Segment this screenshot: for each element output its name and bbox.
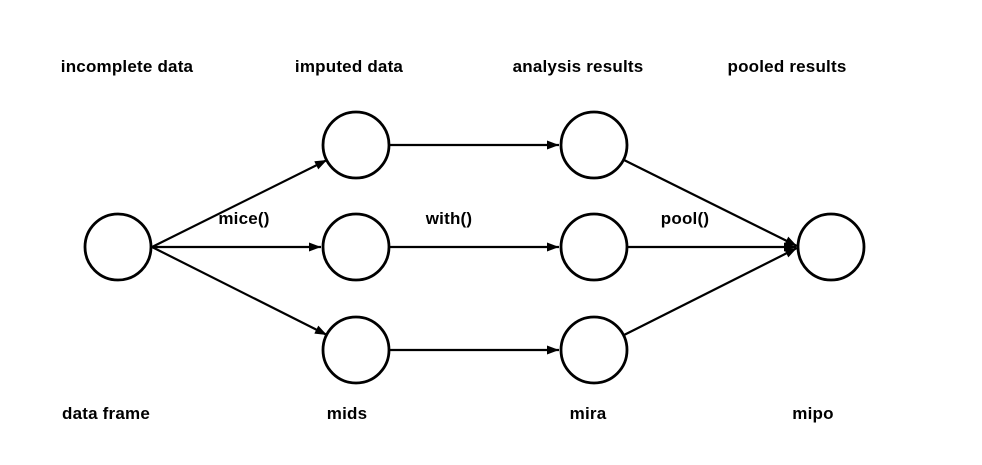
stage-top-label-imputed-data: imputed data [294,57,404,76]
node-mids-2 [321,212,391,282]
node-mipo [796,212,866,282]
node-mira-1 [559,110,629,180]
node-mids-3 [321,315,391,385]
stage-bottom-label-mira: mira [569,404,607,423]
stage-bottom-label-mipo: mipo [792,404,834,423]
node-mids-1 [321,110,391,180]
stage-bottom-label-mids: mids [326,404,368,423]
edge-pool-from-mira-3 [623,247,798,336]
stage-top-label-pooled-results: pooled results [727,57,847,76]
node-mira-2 [559,212,629,282]
stage-top-label-incomplete-data: incomplete data [60,57,194,76]
function-label-mice: mice() [218,209,270,228]
stage-bottom-label-data-frame: data frame [62,404,150,423]
edge-pool-from-mira-1 [623,159,798,247]
function-label-pool: pool() [660,209,710,228]
edge-mice-to-mids-3 [151,246,328,336]
function-label-with: with() [425,209,473,228]
edge-mice-to-mids-1 [151,159,328,248]
node-data-frame [83,212,153,282]
stage-top-label-analysis-results: analysis results [512,57,644,76]
node-mira-3 [559,315,629,385]
